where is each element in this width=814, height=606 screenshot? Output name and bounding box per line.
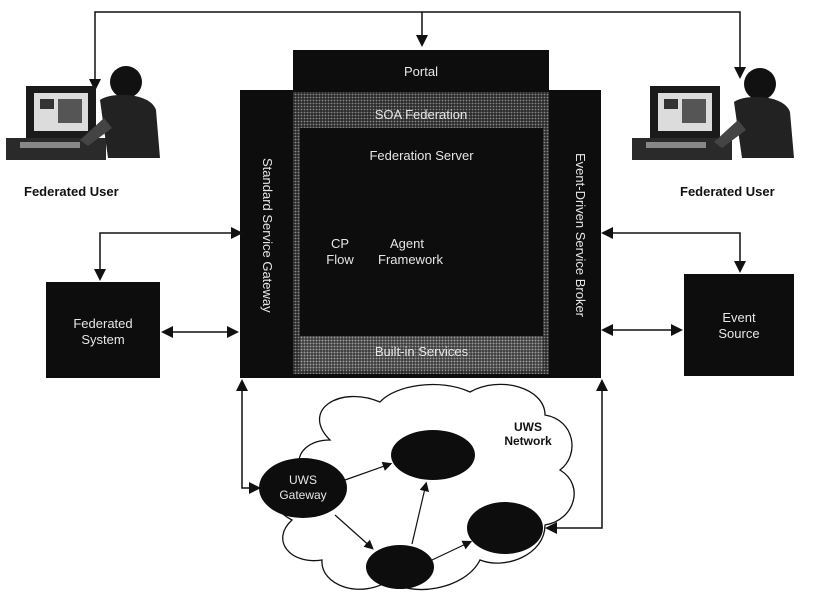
- uws-gateway-uws-text: UWS: [289, 473, 317, 487]
- agent-framework-label: Agent Framework: [378, 236, 478, 268]
- federation-server-area: [300, 128, 543, 338]
- portal-label: Portal: [404, 64, 438, 79]
- network-node-bottom: [366, 545, 434, 589]
- uws-gateway-gateway-text: Gateway: [279, 488, 327, 502]
- framework-text: Framework: [378, 252, 444, 267]
- cp-text: CP: [330, 236, 350, 251]
- builtin-services-label: Built-in Services: [374, 344, 469, 359]
- uws-gateway-node: [259, 458, 347, 518]
- source-text: Source: [718, 326, 760, 341]
- event-text: Event: [722, 310, 756, 325]
- network-node-top: [391, 430, 475, 480]
- builtin-services-band: [300, 336, 543, 370]
- system-text: System: [81, 332, 125, 347]
- left-connectors: [94, 227, 243, 338]
- federated-user-left-icon: [6, 66, 160, 160]
- event-driven-service-broker-label: Event-Driven Service Broker: [573, 153, 588, 317]
- cp-flow-label: CP Flow: [318, 236, 362, 268]
- federated-system-box: [46, 282, 160, 378]
- top-connectors: [89, 11, 746, 91]
- uws-network-label: UWS Network: [498, 420, 558, 448]
- federated-system-label: Federated System: [46, 316, 160, 348]
- federated-user-left-label: Federated User: [24, 184, 119, 199]
- federated-user-right-icon: [632, 68, 794, 160]
- uws-gateway-label: UWS Gateway: [259, 473, 347, 503]
- agent-text: Agent: [390, 236, 424, 251]
- network-node-right: [467, 502, 543, 554]
- uws-text: UWS: [514, 420, 542, 434]
- portal-box: [293, 50, 549, 92]
- soa-federation-label: SOA Federation: [374, 107, 468, 122]
- event-source-box: [684, 274, 794, 376]
- flow-text: Flow: [326, 252, 354, 267]
- federated-user-right-label: Federated User: [680, 184, 775, 199]
- federated-text: Federated: [73, 316, 133, 331]
- network-links: [334, 461, 473, 561]
- cloud-connectors: [236, 379, 608, 534]
- event-source-label: Event Source: [684, 310, 794, 342]
- standard-service-gateway-label: Standard Service Gateway: [260, 157, 275, 313]
- right-connectors: [601, 227, 746, 336]
- federation-server-label: Federation Server: [369, 148, 474, 163]
- network-text: Network: [504, 434, 552, 448]
